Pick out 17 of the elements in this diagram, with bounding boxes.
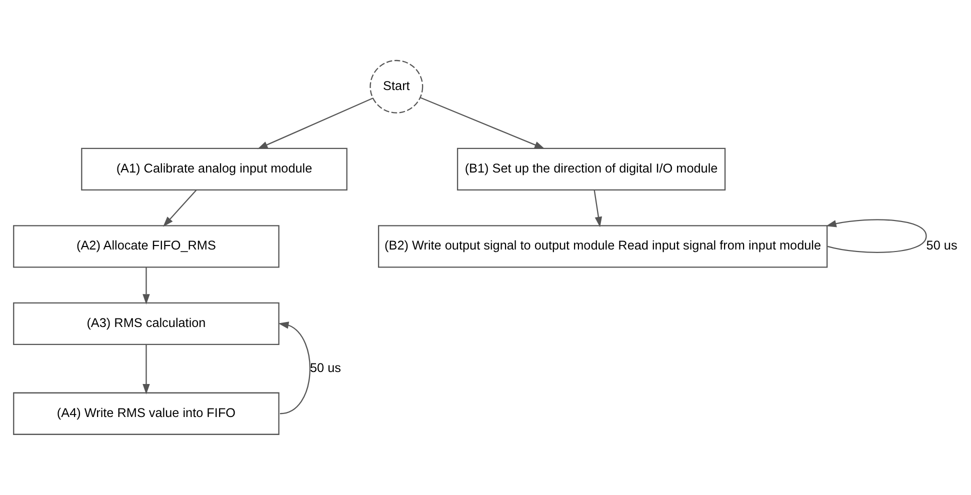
arrow bbox=[142, 344, 150, 394]
arrow bbox=[163, 190, 197, 227]
node-box: (A3) RMS calculation bbox=[13, 302, 280, 346]
node-box: (A1) Calibrate analog input module bbox=[81, 148, 348, 191]
edge-label: 50 us bbox=[310, 360, 342, 375]
arrow bbox=[278, 322, 310, 414]
arrow bbox=[257, 98, 374, 150]
node-box: (A2) Allocate FIFO_RMS bbox=[13, 225, 280, 268]
node-box: (B1) Set up the direction of digital I/O module bbox=[456, 148, 726, 191]
arrow bbox=[594, 190, 602, 228]
edge-label: 50 us bbox=[926, 238, 958, 253]
node-box: (A4) Write RMS value into FIFO bbox=[13, 392, 280, 435]
arrow bbox=[826, 219, 927, 253]
node-circle: Start bbox=[370, 60, 424, 114]
node-box: (B2) Write output signal to output module Read input signal from input module bbox=[378, 225, 828, 268]
arrow bbox=[142, 267, 150, 304]
arrow bbox=[420, 97, 545, 149]
